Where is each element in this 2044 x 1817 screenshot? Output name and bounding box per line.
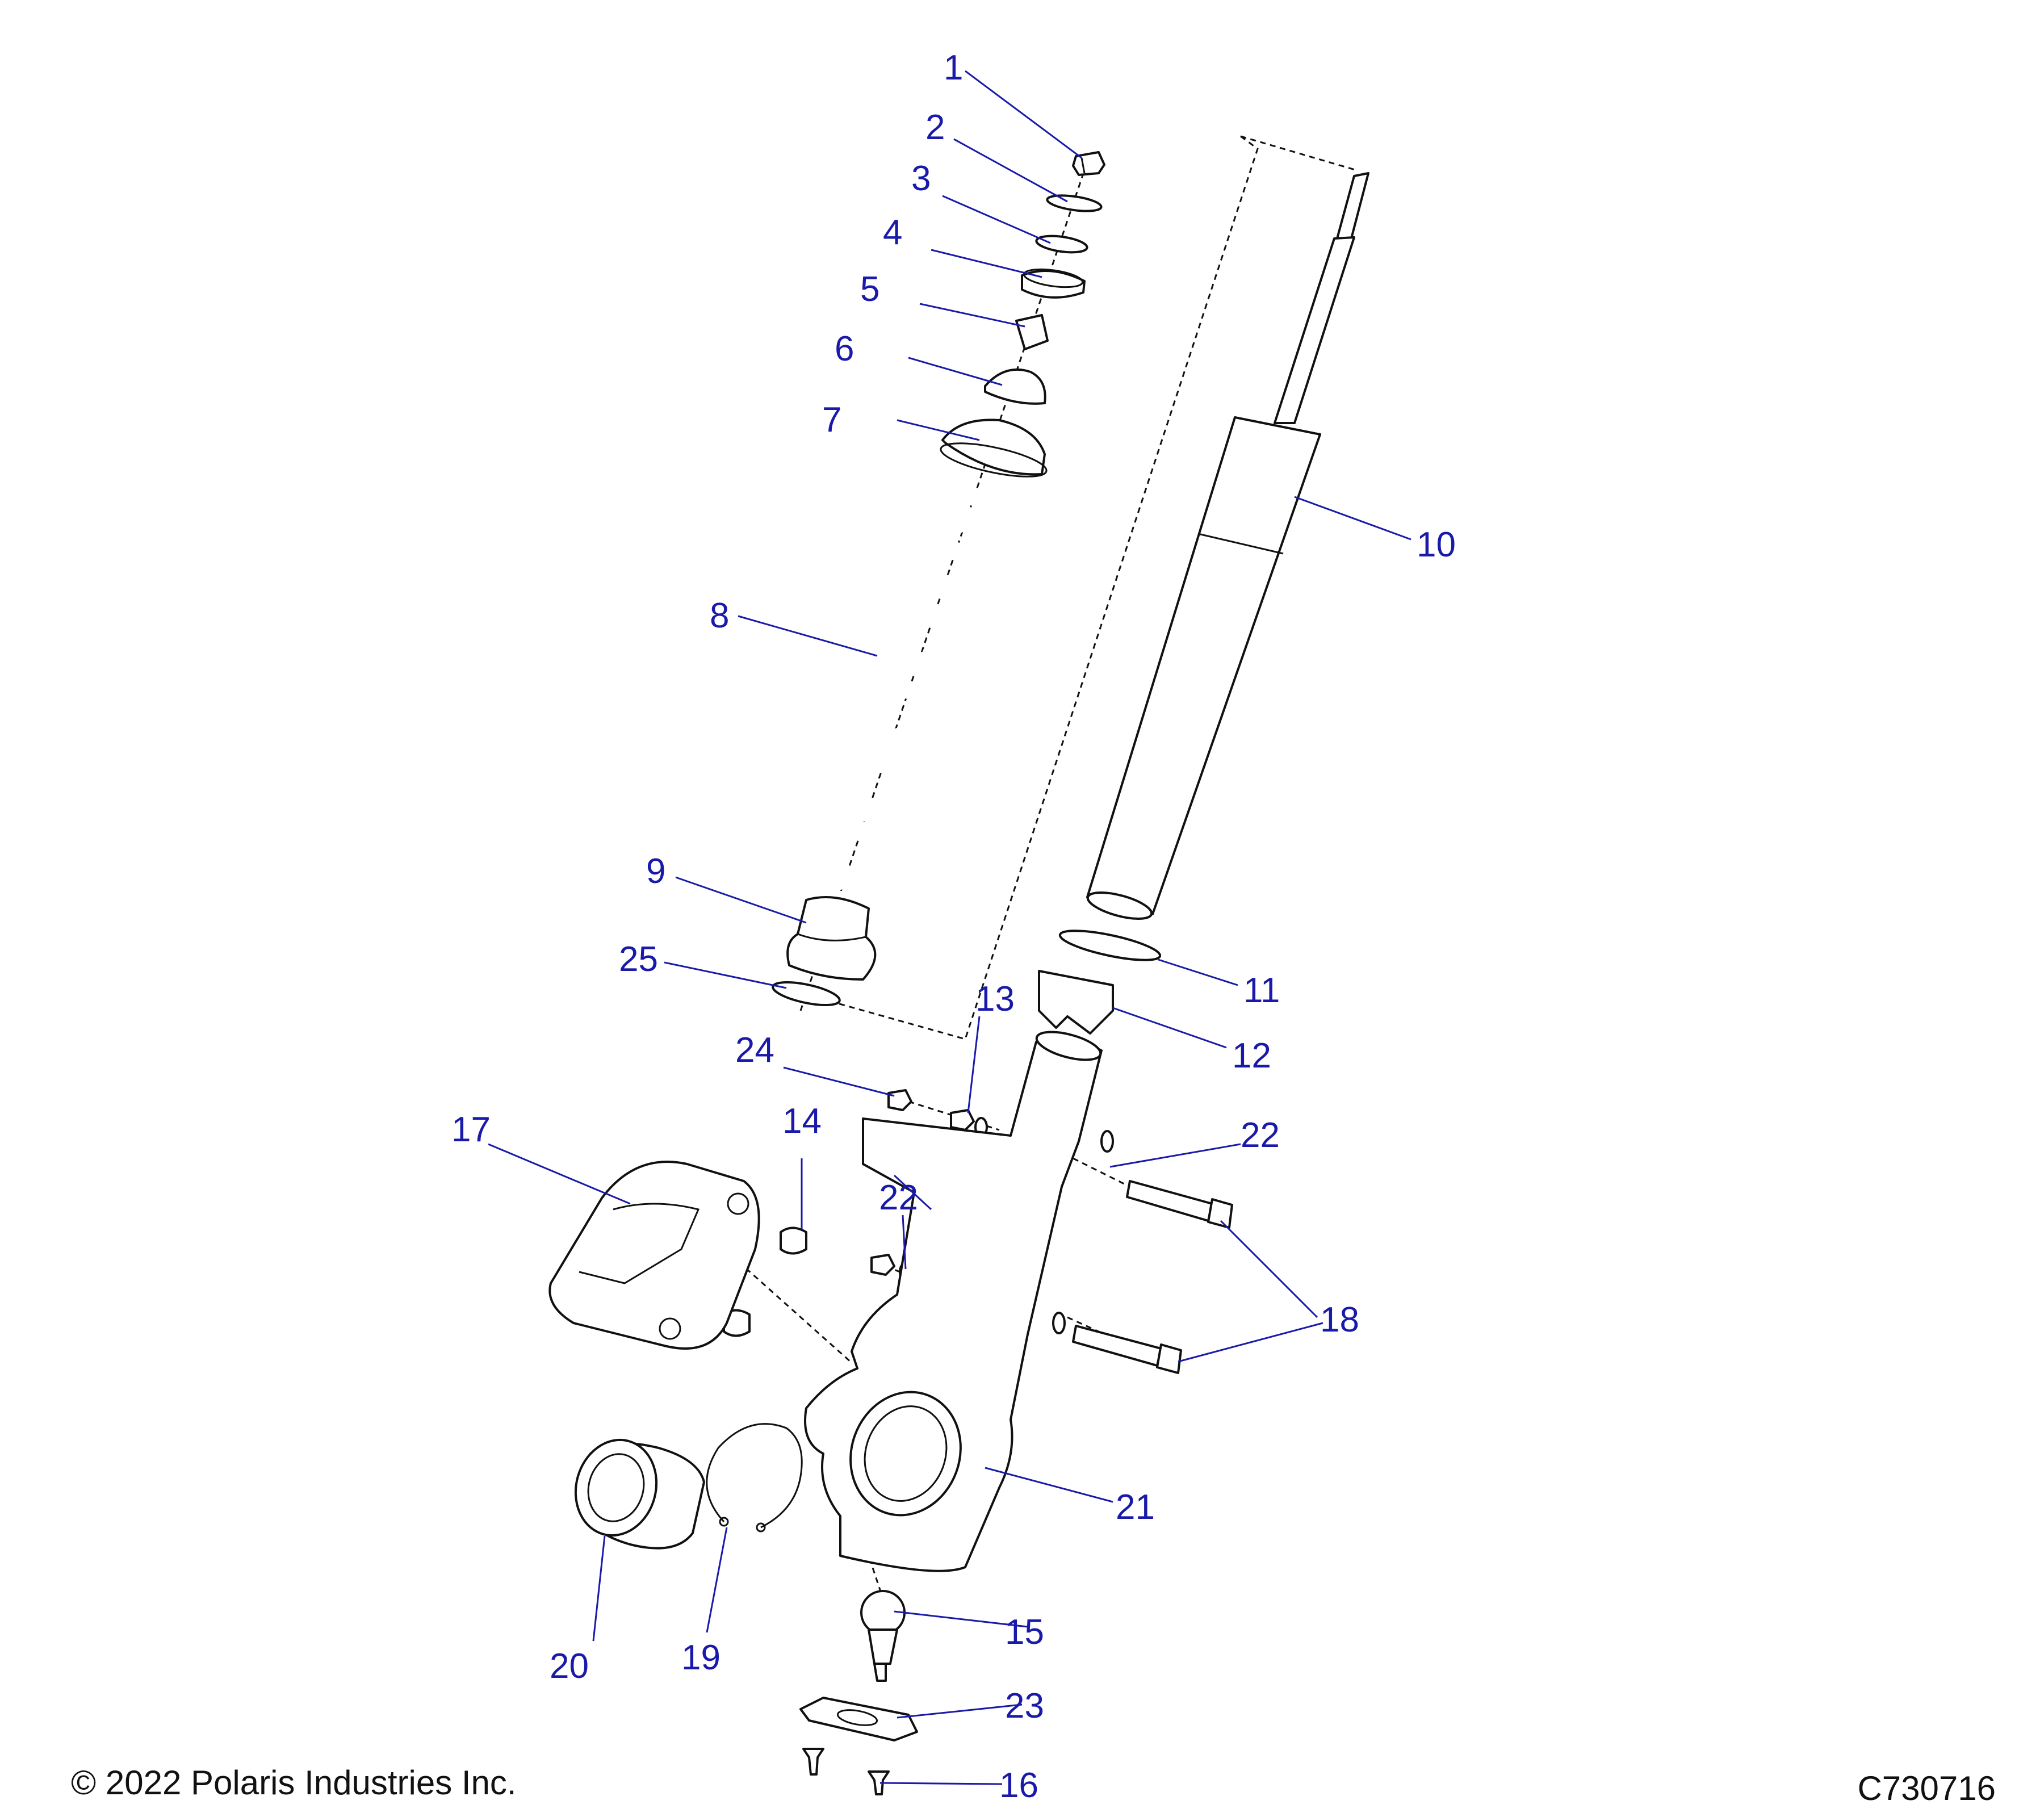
part-22-washer-upper [1100, 1130, 1114, 1153]
callout-12: 12 [1232, 1036, 1271, 1075]
callout-1: 1 [944, 48, 963, 87]
part-12-mount [1038, 970, 1114, 1035]
callout-22-upper: 22 [1241, 1116, 1280, 1155]
leader-lines [488, 70, 1411, 1785]
callout-23: 23 [1005, 1686, 1044, 1726]
callout-15: 15 [1005, 1613, 1044, 1652]
part-16-screw-right [868, 1770, 890, 1795]
callout-9: 9 [646, 852, 665, 891]
callout-20: 20 [550, 1647, 589, 1686]
part-21-steering-knuckle [804, 1031, 1103, 1572]
part-19-snap-ring [706, 1423, 803, 1533]
part-24-nut [887, 1089, 912, 1111]
callout-2: 2 [925, 108, 945, 147]
callout-19: 19 [681, 1638, 721, 1677]
callout-5: 5 [860, 270, 879, 309]
copyright-notice: © 2022 Polaris Industries Inc. [71, 1764, 517, 1802]
part-5-spacer [1015, 314, 1049, 350]
part-23-plate [799, 1697, 918, 1741]
part-18-bolt-upper [1126, 1180, 1233, 1229]
drawing-number: C730716 [1857, 1769, 1996, 1807]
callout-13: 13 [975, 979, 1015, 1019]
part-20-bearing [574, 1438, 705, 1550]
part-7-spring-retainer [940, 418, 1048, 478]
part-16-screw-left [802, 1748, 824, 1776]
callout-11: 11 [1243, 971, 1280, 1010]
callout-21: 21 [1116, 1488, 1155, 1527]
callout-24: 24 [735, 1031, 774, 1070]
part-3-washer [1035, 235, 1088, 254]
part-2-washer [1046, 194, 1103, 212]
part-9-bump-stop [786, 896, 877, 981]
part-15-ball-joint [860, 1590, 906, 1682]
callout-4: 4 [883, 213, 902, 252]
part-10-shock-absorber [1086, 172, 1369, 920]
callout-3: 3 [911, 159, 931, 198]
callout-17: 17 [451, 1110, 491, 1149]
callout-7: 7 [822, 400, 841, 439]
part-4-bushing [1021, 268, 1086, 299]
callout-16: 16 [999, 1766, 1038, 1805]
part-14-nut-upper [780, 1226, 807, 1255]
part-11-ring [1058, 930, 1162, 961]
callout-labels: 1 2 3 4 5 6 7 8 9 25 10 11 12 13 24 14 2… [451, 48, 1456, 1805]
callout-14: 14 [782, 1102, 822, 1141]
callout-8: 8 [710, 596, 729, 635]
callout-25: 25 [619, 940, 658, 979]
callout-10: 10 [1417, 525, 1456, 564]
alignment-lines [692, 135, 1358, 1607]
part-6-cup [984, 368, 1046, 405]
callout-18: 18 [1320, 1300, 1359, 1339]
part-18-bolt-lower [1052, 1312, 1182, 1374]
callout-6: 6 [835, 329, 854, 369]
callout-22-lower: 22 [879, 1178, 918, 1217]
part-25-washer [772, 981, 841, 1007]
part-8-coil-spring [794, 484, 1009, 969]
part-17-brake-caliper [548, 1161, 760, 1350]
